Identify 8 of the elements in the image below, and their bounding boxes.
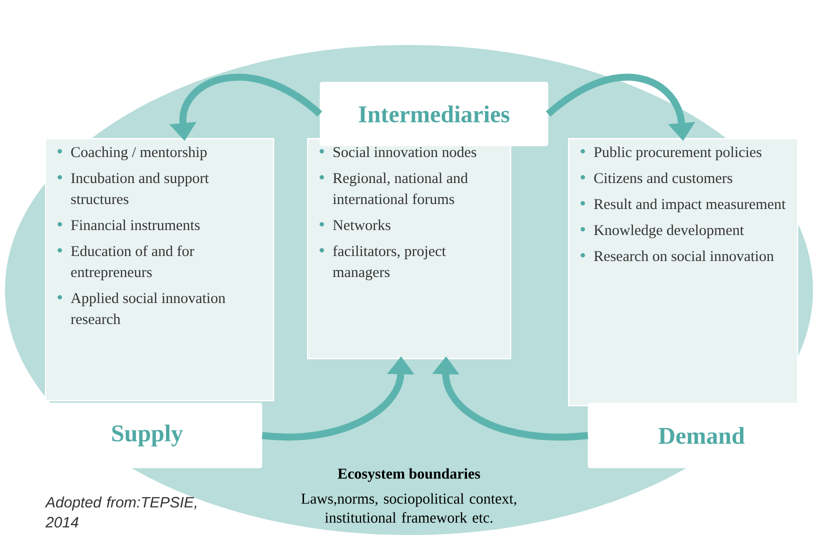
list-box: Public procurement policies Citizens and customers Result and impact measurement Knowledge development Research on social innovation [568,138,798,406]
boundary-heading: Ecosystem boundaries [338,468,480,482]
boundary-text: Laws,norms, sociopolitical context, institutional framework etc. [301,493,516,523]
source-note: Adopted from:TEPSIE, 2014 [44,496,196,528]
list-box: Social innovation nodes Regional, national and international forums Networks facilitators, project managers [307,138,512,360]
list-box: Coaching / mentorship Incubation and support structures Financial instruments Education of and for entrepreneurs Applied social innovation research [45,138,274,402]
title-box: Intermediaries [320,82,548,146]
node-label: Demand [658,427,745,444]
